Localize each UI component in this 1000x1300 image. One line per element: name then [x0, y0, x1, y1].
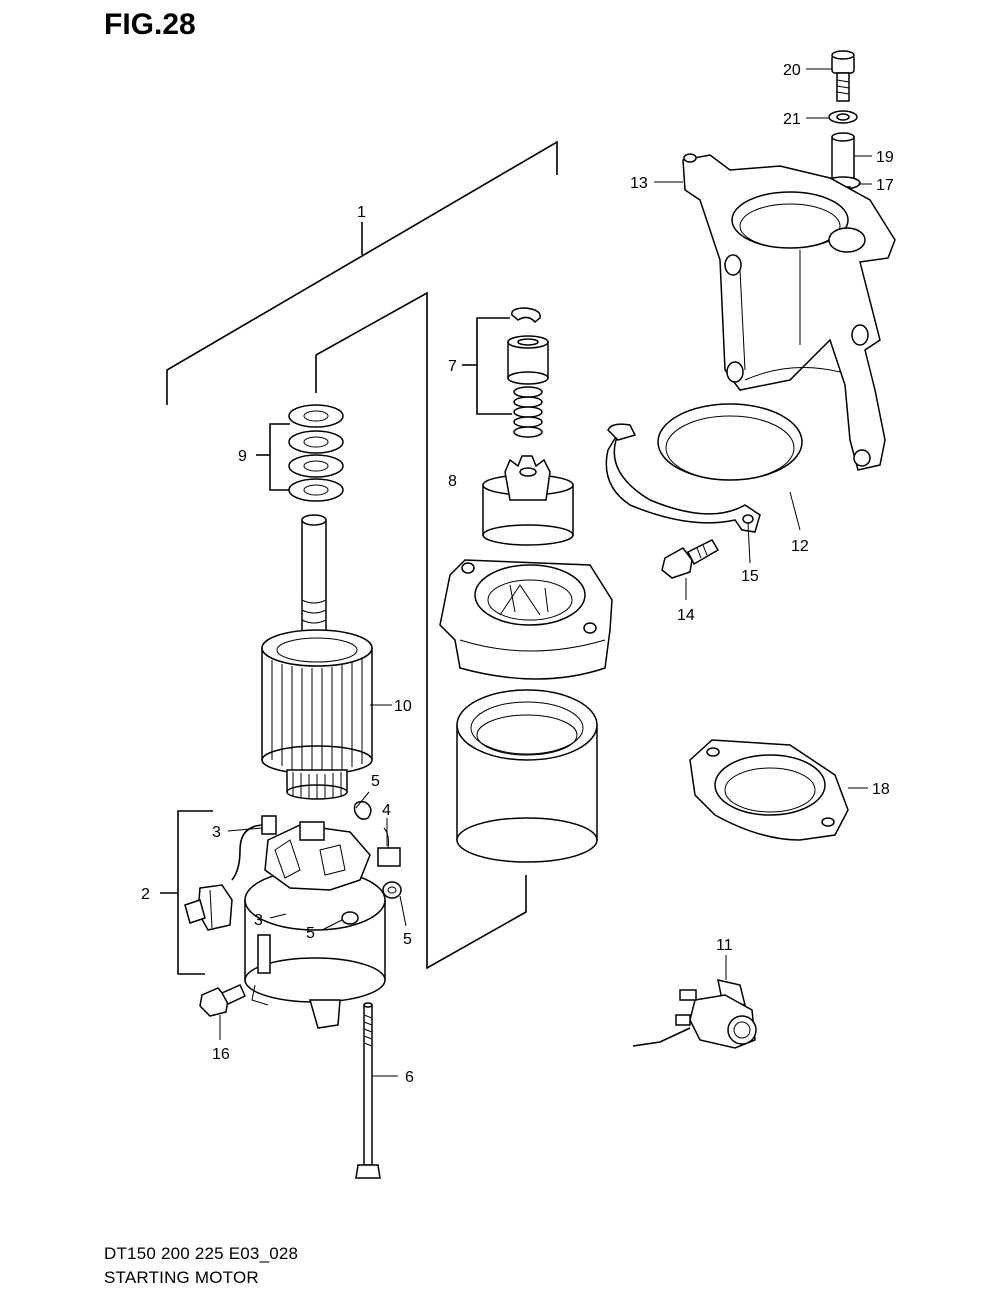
callout-19: 19	[876, 149, 894, 166]
part-8-drive-gear	[482, 455, 574, 546]
callout-13: 13	[630, 175, 648, 192]
figure-title: FIG.28	[104, 8, 196, 41]
callout-18: 18	[872, 781, 890, 798]
figure-name: STARTING MOTOR	[104, 1268, 259, 1287]
part-2-end-cover	[244, 821, 386, 1029]
callout-11: 11	[716, 937, 733, 954]
part-20-bolt	[831, 50, 855, 102]
callout-12: 12	[791, 538, 809, 555]
front-housing	[439, 559, 613, 680]
callout-15: 15	[741, 568, 759, 585]
assembly-bracket-inner	[315, 291, 527, 970]
part-3-lead-wire	[231, 815, 277, 881]
part-7-spring	[513, 386, 543, 438]
terminal-bolt	[184, 884, 233, 931]
callout-20: 20	[783, 62, 801, 79]
callout-9: 9	[238, 448, 247, 465]
callout-labels: 20 21 19 17 13 1 7 9 8 12 15 14 10 18 5 …	[141, 62, 894, 1086]
part-21-washer	[828, 110, 858, 124]
part-18-gasket	[689, 739, 849, 841]
part-9-washers	[288, 404, 344, 502]
callout-8: 8	[448, 473, 457, 490]
callout-5c: 5	[403, 931, 412, 948]
assembly-bracket-9	[256, 423, 290, 491]
part-14-bolt	[661, 539, 720, 579]
callout-10: 10	[394, 698, 412, 715]
assembly-bracket-2	[160, 810, 213, 975]
callout-5b: 5	[306, 925, 315, 942]
callout-6: 6	[405, 1069, 414, 1086]
part-12-band	[605, 403, 803, 533]
callout-3a: 3	[212, 824, 221, 841]
callout-21: 21	[783, 111, 801, 128]
part-4-brush	[377, 827, 401, 867]
part-16-bolt	[199, 984, 246, 1017]
callout-5a: 5	[371, 773, 380, 790]
callout-2: 2	[141, 886, 150, 903]
leader-lines	[219, 68, 872, 1077]
assembly-bracket-7	[462, 317, 512, 415]
yoke	[456, 689, 598, 863]
callout-16: 16	[212, 1046, 230, 1063]
callout-1: 1	[357, 204, 366, 221]
callout-7: 7	[448, 358, 457, 375]
part-6-through-bolt	[355, 1002, 381, 1179]
part-11-starter-relay	[632, 979, 757, 1049]
part-5-spring-inner	[341, 911, 359, 925]
figure-code: DT150 200 225 E03_028	[104, 1244, 299, 1263]
assembly-bracket-1	[166, 140, 558, 405]
callout-14: 14	[677, 607, 695, 624]
callout-4: 4	[382, 802, 391, 819]
callout-17: 17	[876, 177, 894, 194]
callout-3b: 3	[254, 912, 263, 929]
part-5-spring-right	[382, 881, 402, 899]
part-7-pinion-set	[507, 307, 549, 438]
part-13-starter-bracket	[682, 153, 896, 471]
part-10-armature	[261, 514, 373, 800]
part-5-spring-upper	[353, 800, 372, 820]
